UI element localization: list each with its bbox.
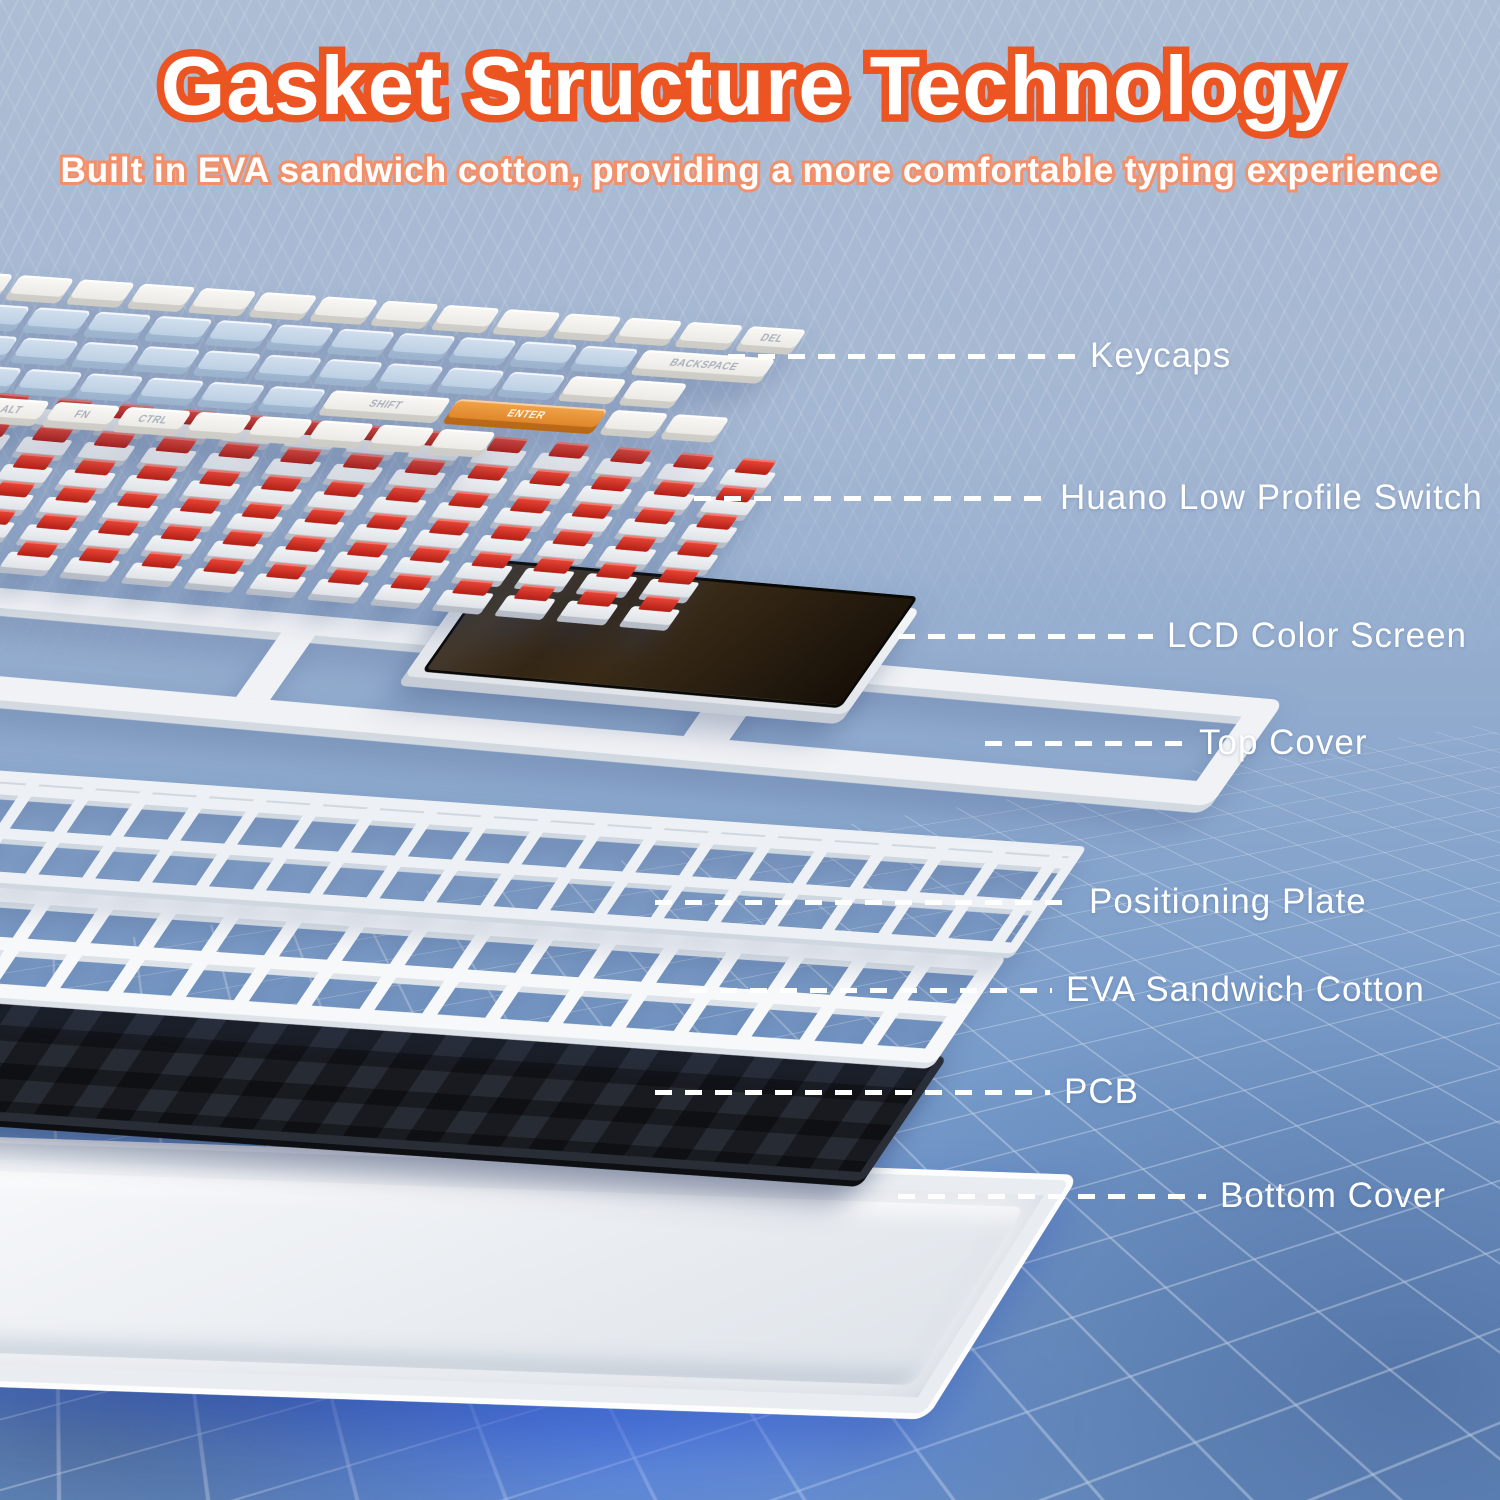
callout-eva-cotton: EVA Sandwich Cotton <box>690 969 1425 1011</box>
keycap <box>247 292 319 321</box>
keycap <box>195 381 266 411</box>
switch <box>555 600 619 626</box>
keycap <box>373 363 445 392</box>
keycap <box>551 313 623 342</box>
callout-label: Huano Low Profile Switch <box>1060 478 1483 517</box>
keycap <box>617 380 688 409</box>
keycap <box>325 328 396 358</box>
leader-line <box>655 899 1075 905</box>
keycap <box>191 350 263 379</box>
keycap <box>612 317 684 347</box>
switch <box>0 430 12 456</box>
switch <box>182 567 246 593</box>
callout-label: EVA Sandwich Cotton <box>1066 970 1425 1009</box>
keycap <box>434 367 506 396</box>
keycap <box>252 354 323 384</box>
keycap <box>429 304 501 334</box>
callout-bottom-cover: Bottom Cover <box>898 1175 1446 1217</box>
keycap <box>256 385 327 415</box>
keycap <box>446 337 518 366</box>
callout-label: Top Cover <box>1199 723 1368 762</box>
callout-label: Keycaps <box>1090 336 1232 375</box>
header: Gasket Structure Technology Built in EVA… <box>0 42 1500 191</box>
keycap <box>20 307 92 336</box>
keycap <box>495 371 567 401</box>
leader-line <box>694 495 1046 501</box>
keycap <box>568 345 640 375</box>
keycap-enter: ENTER <box>441 398 609 435</box>
leader-line <box>690 987 1052 993</box>
keycap <box>364 424 436 454</box>
keycap <box>385 332 457 362</box>
switch <box>369 584 432 610</box>
keycap <box>369 300 440 330</box>
callout-keycaps: Keycaps <box>728 335 1231 377</box>
callout-label: LCD Color Screen <box>1167 616 1467 655</box>
keycap-shift: SHIFT <box>317 390 452 424</box>
keycap <box>243 416 314 445</box>
keycap-ctrl: CTRL <box>111 406 193 437</box>
keycap <box>69 341 141 371</box>
keycap <box>313 358 384 388</box>
keycap <box>64 279 136 308</box>
leader-line <box>728 353 1076 359</box>
switch <box>431 589 495 615</box>
keycap <box>203 320 275 349</box>
switch <box>493 595 557 621</box>
leader-line <box>985 740 1185 746</box>
keycap <box>490 309 562 338</box>
callout-top-cover: Top Cover <box>985 722 1368 764</box>
page-subtitle: Built in EVA sandwich cotton, providing … <box>0 151 1500 191</box>
keycap <box>507 341 579 370</box>
keycap <box>598 409 669 439</box>
callout-pcb: PCB <box>655 1071 1139 1113</box>
keycap <box>73 373 145 402</box>
callout-positioning-plate: Positioning Plate <box>655 881 1367 923</box>
keycap <box>264 324 335 353</box>
switch <box>306 578 370 604</box>
keycap <box>125 283 197 313</box>
callout-label: Bottom Cover <box>1220 1176 1446 1215</box>
switch <box>58 556 121 582</box>
keycap <box>12 368 84 398</box>
keycap <box>186 287 258 317</box>
callout-switch: Huano Low Profile Switch <box>694 477 1483 519</box>
page-title: Gasket Structure Technology <box>0 42 1500 129</box>
keycap <box>134 377 206 407</box>
leader-line <box>655 1089 1050 1095</box>
callout-lcd-screen: LCD Color Screen <box>898 615 1467 657</box>
switch <box>0 551 59 577</box>
keycap <box>8 337 80 367</box>
leader-line <box>898 1193 1206 1199</box>
keycap <box>130 346 202 375</box>
keycap <box>308 296 379 325</box>
keycap <box>303 420 375 449</box>
keycap <box>81 311 153 341</box>
callout-label: PCB <box>1064 1072 1139 1111</box>
callout-label: Positioning Plate <box>1089 882 1367 921</box>
keycap <box>425 428 497 458</box>
keycap <box>556 375 628 405</box>
keycap <box>142 315 214 345</box>
keycap <box>659 414 730 443</box>
switch <box>120 562 184 588</box>
switch <box>244 573 308 599</box>
keycap <box>182 411 253 441</box>
switch <box>0 518 16 544</box>
keycap-fn: FN <box>40 401 122 432</box>
leader-line <box>898 633 1153 639</box>
keycap <box>3 275 75 304</box>
